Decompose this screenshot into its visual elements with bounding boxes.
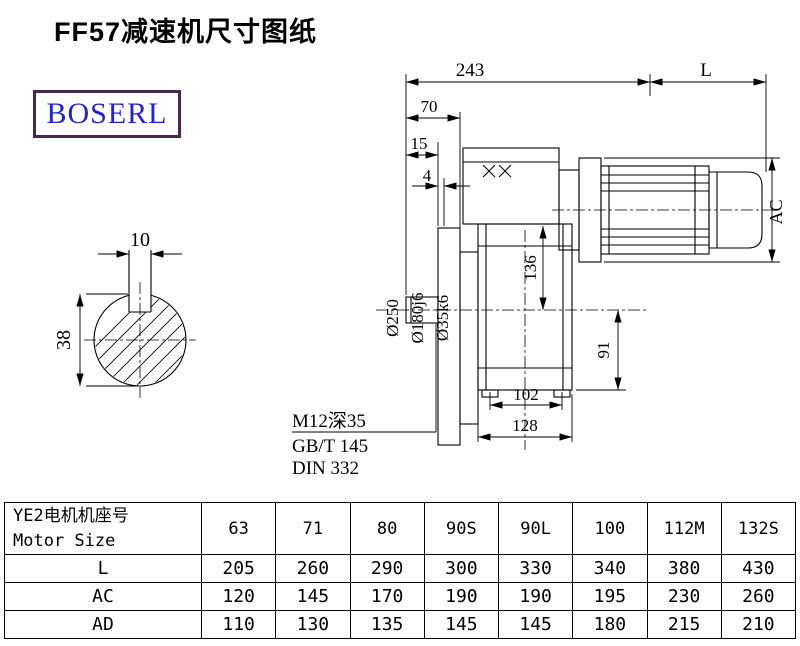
- row-label: AC: [4, 582, 202, 611]
- dimension-cell: 380: [646, 554, 722, 583]
- motor-size-header-cell: YE2电机机座号 Motor Size: [4, 502, 202, 555]
- reducer-front-view: [376, 147, 774, 450]
- dimension-cell: 330: [497, 554, 574, 583]
- column-header: 71: [275, 502, 351, 555]
- dim-label-shaft-dia: Ø35k6: [433, 295, 452, 341]
- brand-logo: BOSERL: [33, 90, 181, 138]
- column-header: 90S: [423, 502, 500, 555]
- note-gb-standard: GB/T 145: [292, 436, 368, 457]
- motor-size-table: YE2电机机座号 Motor Size 63 71 80 90S 90L 100…: [4, 502, 797, 639]
- column-header: 80: [349, 502, 425, 555]
- row-label: AD: [4, 610, 202, 639]
- table-row-AD: AD 110 130 135 145 145 180 215 210: [4, 610, 797, 639]
- dim-label-AC: AC: [766, 199, 786, 224]
- dim-label-spigot-dia: Ø180j6: [408, 293, 427, 344]
- table-row-AC: AC 120 145 170 190 190 195 230 260: [4, 582, 797, 611]
- dim-label-shaft-height: 38: [53, 330, 75, 350]
- dimension-cell: 110: [200, 610, 277, 639]
- dim-label-136: 136: [521, 255, 540, 281]
- table-header-row: YE2电机机座号 Motor Size 63 71 80 90S 90L 100…: [4, 502, 797, 555]
- technical-drawing: 243 L 70 15 4 AC 136 91 102 128 10 38 Ø2…: [53, 60, 786, 479]
- row-label: L: [4, 554, 202, 583]
- shaft-end-view: [84, 250, 196, 398]
- end-view-centerlines: [84, 282, 196, 398]
- dimension-cell: 205: [200, 554, 277, 583]
- dim-label-motor-length: L: [700, 60, 712, 81]
- dimension-cell: 120: [200, 582, 277, 611]
- dimension-cell: 190: [423, 582, 500, 611]
- dimension-cell: 130: [275, 610, 351, 639]
- motor-size-header-cn: YE2电机机座号: [13, 505, 129, 526]
- dim-label-91: 91: [594, 342, 613, 359]
- dim-label-flange-dia: Ø250: [383, 299, 402, 337]
- dimension-cell: 180: [572, 610, 648, 639]
- dimension-cell: 145: [275, 582, 351, 611]
- column-header: 90L: [497, 502, 574, 555]
- dim-label-70: 70: [421, 97, 438, 116]
- dimension-cell: 430: [720, 554, 797, 583]
- dimension-cell: 145: [497, 610, 574, 639]
- note-din-standard: DIN 332: [292, 458, 359, 479]
- dimension-cell: 290: [349, 554, 425, 583]
- motor-size-header-en: Motor Size: [13, 530, 116, 551]
- dimension-cell: 135: [349, 610, 425, 639]
- table-row-L: L 205 260 290 300 330 340 380 430: [4, 554, 797, 583]
- axis-centerlines: [376, 209, 774, 450]
- dimension-cell: 260: [720, 582, 797, 611]
- fan-cover: [708, 171, 763, 249]
- dimension-cell: 215: [646, 610, 722, 639]
- input-housing: [462, 147, 560, 225]
- dimension-cell: 340: [572, 554, 648, 583]
- dimension-cell: 145: [423, 610, 500, 639]
- column-header: 132S: [720, 502, 797, 555]
- dimension-cell: 260: [275, 554, 351, 583]
- dimension-cell: 195: [572, 582, 648, 611]
- dim-label-4: 4: [423, 166, 432, 185]
- dimension-cell: 170: [349, 582, 425, 611]
- dimension-cell: 230: [646, 582, 722, 611]
- column-header: 112M: [646, 502, 722, 555]
- dim-label-128: 128: [512, 416, 538, 435]
- dimension-cell: 300: [423, 554, 500, 583]
- dim-label-102: 102: [513, 385, 539, 404]
- dim-label-15: 15: [411, 134, 428, 153]
- brand-logo-text: BOSERL: [46, 97, 168, 130]
- note-thread: M12深35: [292, 410, 366, 432]
- column-header: 100: [572, 502, 648, 555]
- dimension-cell: 210: [720, 610, 797, 639]
- column-header: 63: [200, 502, 277, 555]
- dim-label-key-width: 10: [130, 229, 150, 251]
- dimension-lines: [76, 74, 780, 442]
- dimension-labels: 243 L 70 15 4 AC 136 91 102 128 10 38 Ø2…: [53, 60, 786, 479]
- page-title: FF57减速机尺寸图纸: [54, 17, 318, 47]
- dim-label-243: 243: [456, 60, 485, 81]
- dimension-cell: 190: [497, 582, 574, 611]
